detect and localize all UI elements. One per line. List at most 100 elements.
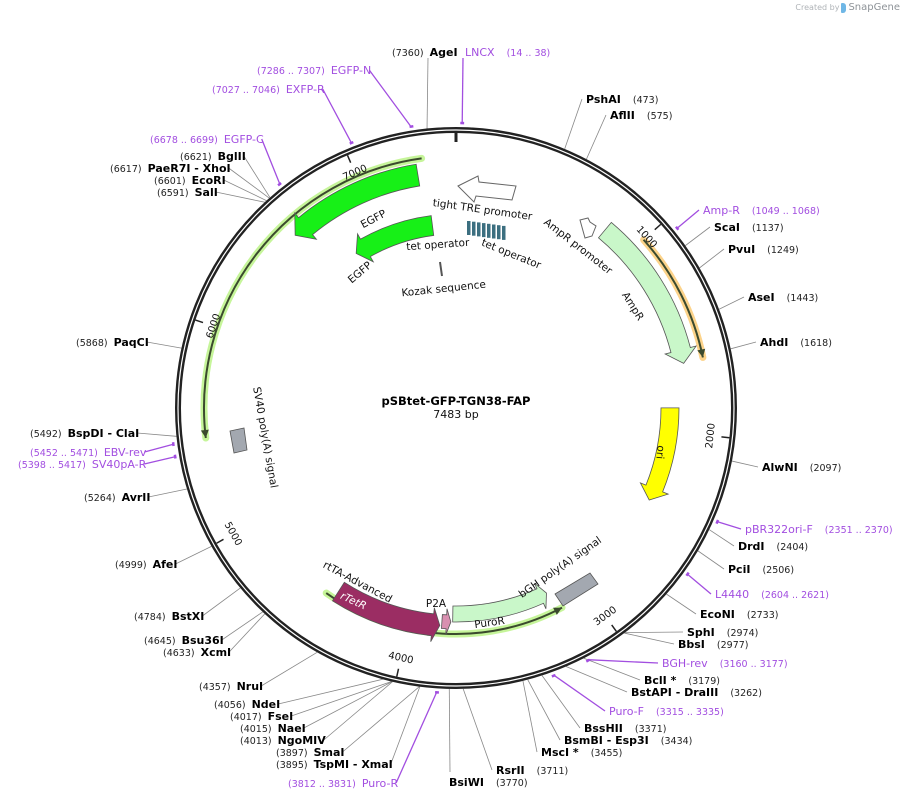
- feature-label[interactable]: tight TRE promoter: [432, 197, 534, 223]
- feature-label[interactable]: Kozak sequence: [401, 279, 487, 300]
- site-bspdi[interactable]: (5492)BspDI - ClaI: [30, 427, 139, 440]
- site-agei[interactable]: (7360)AgeI: [392, 46, 458, 59]
- feature-label[interactable]: tet operator: [480, 237, 544, 272]
- site-label[interactable]: (6601)EcoRI: [154, 174, 226, 187]
- site-asei[interactable]: AseI(1443): [748, 291, 818, 304]
- feature-p2a-arrow[interactable]: [441, 608, 452, 635]
- site-paqci[interactable]: (5868)PaqCI: [76, 336, 149, 349]
- site-smai[interactable]: (3897)SmaI: [276, 746, 345, 759]
- site-xcmi[interactable]: (4633)XcmI: [163, 646, 231, 659]
- site-label[interactable]: BstAPI - DraIII(3262): [631, 686, 762, 699]
- primer-label[interactable]: (5452 .. 5471)EBV-rev: [30, 446, 147, 459]
- site-aflii[interactable]: AflII(575): [610, 109, 672, 122]
- feature-label[interactable]: ori: [653, 445, 666, 460]
- feature-ampr-arrow[interactable]: [597, 221, 698, 364]
- site-bsu36i[interactable]: (4645)Bsu36I: [144, 634, 224, 647]
- primer-label[interactable]: BGH-rev(3160 .. 3177): [662, 657, 788, 670]
- feature-puror-arrow[interactable]: [452, 582, 547, 623]
- feature-ori-arrow[interactable]: [639, 407, 680, 501]
- primer-l4440[interactable]: L4440(2604 .. 2621): [715, 588, 829, 601]
- site-pcii[interactable]: PciI(2506): [728, 563, 794, 576]
- site-bcli[interactable]: BclI *(3179): [644, 674, 720, 687]
- primer-amp-r[interactable]: Amp-R(1049 .. 1068): [703, 204, 820, 217]
- primer-egfp-n[interactable]: (7286 .. 7307)EGFP-N: [257, 64, 371, 77]
- feature-label[interactable]: EGFP: [346, 259, 375, 286]
- feature-kozak-mark[interactable]: [439, 261, 443, 277]
- feature-label[interactable]: PuroR: [474, 615, 506, 631]
- site-bstapi[interactable]: BstAPI - DraIII(3262): [631, 686, 762, 699]
- tet-operator-bar[interactable]: [492, 224, 496, 239]
- primer-puro-f[interactable]: Puro-F(3315 .. 3335): [609, 705, 724, 718]
- feature-label[interactable]: tet operator: [406, 237, 471, 253]
- primer-pbr322ori-f[interactable]: pBR322ori-F(2351 .. 2370): [745, 523, 893, 536]
- site-naei[interactable]: (4015)NaeI: [240, 722, 306, 735]
- tet-operator-bar[interactable]: [467, 221, 471, 235]
- site-bstxi[interactable]: (4784)BstXI: [134, 610, 204, 623]
- site-bbsi[interactable]: BbsI(2977): [678, 638, 749, 651]
- site-label[interactable]: AseI(1443): [748, 291, 818, 304]
- site-alwni[interactable]: AlwNI(2097): [762, 461, 841, 474]
- site-label[interactable]: (6621)BglII: [180, 150, 246, 163]
- primer-label[interactable]: (7286 .. 7307)EGFP-N: [257, 64, 371, 77]
- feature-label[interactable]: AmpR promoter: [541, 216, 615, 277]
- site-label[interactable]: (5492)BspDI - ClaI: [30, 427, 139, 440]
- site-ngomiv[interactable]: (4013)NgoMIV: [240, 734, 326, 747]
- tet-operator-bar[interactable]: [482, 223, 486, 238]
- site-bsshii[interactable]: BssHII(3371): [584, 722, 666, 735]
- tet-operator-bar[interactable]: [502, 225, 506, 240]
- site-sali[interactable]: (6591)SalI: [157, 186, 218, 199]
- site-nrui[interactable]: (4357)NruI: [199, 680, 263, 693]
- site-label[interactable]: (4017)FseI: [230, 710, 293, 723]
- primer-label[interactable]: Puro-F(3315 .. 3335): [609, 705, 724, 718]
- site-bsmbi[interactable]: BsmBI - Esp3I(3434): [564, 734, 692, 747]
- site-msci[interactable]: MscI *(3455): [541, 746, 622, 759]
- site-label[interactable]: PshAI(473): [586, 93, 658, 106]
- site-label[interactable]: SphI(2974): [687, 626, 758, 639]
- site-label[interactable]: (3895)TspMI - XmaI: [276, 758, 393, 771]
- primer-label[interactable]: LNCX(14 .. 38): [465, 46, 550, 59]
- site-label[interactable]: (4999)AfeI: [115, 558, 177, 571]
- tet-operator-bar[interactable]: [477, 222, 481, 237]
- feature-label[interactable]: P2A: [426, 598, 447, 610]
- primer-puro-r[interactable]: (3812 .. 3831)Puro-R: [288, 777, 398, 790]
- site-bglii[interactable]: (6621)BglII: [180, 150, 246, 163]
- primer-label[interactable]: (6678 .. 6699)EGFP-C: [150, 133, 264, 146]
- site-label[interactable]: (4645)Bsu36I: [144, 634, 224, 647]
- site-label[interactable]: MscI *(3455): [541, 746, 622, 759]
- site-avrii[interactable]: (5264)AvrII: [84, 491, 151, 504]
- site-bsiwi[interactable]: BsiWI(3770): [449, 776, 528, 789]
- primer-label[interactable]: (5398 .. 5417)SV40pA-R: [18, 458, 147, 471]
- site-scai[interactable]: ScaI(1137): [714, 221, 784, 234]
- primer-label[interactable]: (7027 .. 7046)EXFP-R: [212, 83, 325, 96]
- feature-bgh-polya-box[interactable]: [554, 572, 599, 607]
- site-label[interactable]: (4015)NaeI: [240, 722, 306, 735]
- site-pvui[interactable]: PvuI(1249): [728, 243, 799, 256]
- site-label[interactable]: (4013)NgoMIV: [240, 734, 326, 747]
- primer-lncx[interactable]: LNCX(14 .. 38): [465, 46, 550, 59]
- feature-label[interactable]: AmpR: [619, 290, 646, 323]
- primer-label[interactable]: L4440(2604 .. 2621): [715, 588, 829, 601]
- site-label[interactable]: (4633)XcmI: [163, 646, 231, 659]
- tet-operator-bar[interactable]: [497, 225, 501, 240]
- site-econi[interactable]: EcoNI(2733): [700, 608, 778, 621]
- site-label[interactable]: AhdI(1618): [760, 336, 832, 349]
- primer-label[interactable]: (3812 .. 3831)Puro-R: [288, 777, 398, 790]
- primer-sv40pa-r[interactable]: (5398 .. 5417)SV40pA-R: [18, 458, 147, 471]
- feature-tre-promoter-arrow[interactable]: [457, 175, 517, 203]
- site-label[interactable]: (5264)AvrII: [84, 491, 151, 504]
- primer-egfp-c[interactable]: (6678 .. 6699)EGFP-C: [150, 133, 264, 146]
- feature-egfp-arrow[interactable]: [294, 163, 421, 240]
- site-ahdi[interactable]: AhdI(1618): [760, 336, 832, 349]
- site-label[interactable]: ScaI(1137): [714, 221, 784, 234]
- site-label[interactable]: AlwNI(2097): [762, 461, 841, 474]
- site-pshai[interactable]: PshAI(473): [586, 93, 658, 106]
- primer-exfp-r[interactable]: (7027 .. 7046)EXFP-R: [212, 83, 325, 96]
- site-label[interactable]: (5868)PaqCI: [76, 336, 149, 349]
- feature-egfp-arrow[interactable]: [355, 215, 435, 263]
- feature-sv40-polya-box[interactable]: [229, 427, 248, 454]
- site-paer7i[interactable]: (6617)PaeR7I - XhoI: [110, 162, 231, 175]
- site-drdi[interactable]: DrdI(2404): [738, 540, 808, 553]
- feature-label[interactable]: SV40 poly(A) signal: [250, 386, 280, 489]
- site-label[interactable]: (3897)SmaI: [276, 746, 345, 759]
- site-label[interactable]: BssHII(3371): [584, 722, 666, 735]
